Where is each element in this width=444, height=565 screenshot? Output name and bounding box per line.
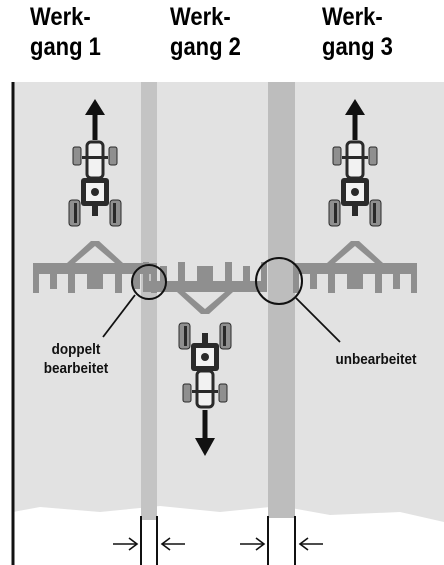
pass-1 xyxy=(33,99,157,293)
field xyxy=(13,82,444,522)
arrow-down-icon xyxy=(195,410,215,456)
header-werkgang-3: Werk- gang 3 xyxy=(322,3,393,61)
pass-3 xyxy=(293,99,417,293)
overlap-strip xyxy=(141,82,157,520)
arrow-up-icon xyxy=(345,99,365,140)
label-unbearbeitet: unbearbeitet xyxy=(335,351,417,368)
arrow-up-icon xyxy=(85,99,105,140)
overlap-width-marker xyxy=(113,516,185,565)
header-werkgang-1: Werk- gang 1 xyxy=(30,3,101,61)
label-doppelt-bearbeitet: doppelt bearbeitet xyxy=(43,341,109,377)
gap-width-marker xyxy=(240,516,323,565)
overlap-callout xyxy=(102,264,167,338)
header-werkgang-2: Werk- gang 2 xyxy=(170,3,241,61)
gap-callout xyxy=(255,257,341,343)
pass-2 xyxy=(143,262,267,456)
